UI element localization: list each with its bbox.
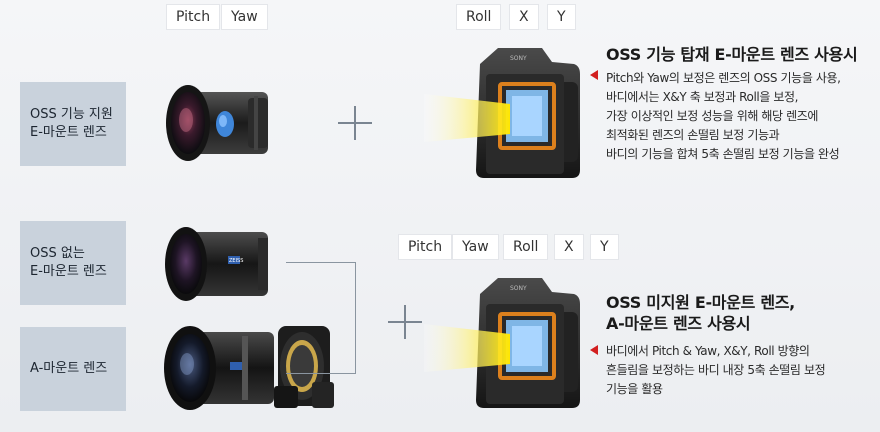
section2-desc-line1: 바디에서 Pitch & Yaw, X&Y, Roll 방향의 xyxy=(606,344,810,358)
label-no-oss-line2: E-마운트 렌즈 xyxy=(30,264,107,279)
tag-roll-mid: Roll xyxy=(504,235,548,259)
svg-text:SONY: SONY xyxy=(510,285,527,292)
section1-description: Pitch와 Yaw의 보정은 렌즈의 OSS 기능을 사용, 바디에서는 X&… xyxy=(606,69,841,164)
svg-text:ZEISS: ZEISS xyxy=(229,258,243,264)
section2-heading-line2: A-마운트 렌즈 사용시 xyxy=(606,314,751,333)
section1-heading: OSS 기능 탑재 E-마운트 렌즈 사용시 xyxy=(606,44,858,65)
svg-text:SONY: SONY xyxy=(510,55,527,62)
section1-desc-line3: 가장 이상적인 보정 성능을 위해 해당 렌즈에 xyxy=(606,109,819,123)
tag-x-mid: X xyxy=(555,235,583,259)
camera-image-1: SONY xyxy=(424,48,580,178)
section2-desc-line3: 기능을 활용 xyxy=(606,382,663,396)
label-a-mount-text: A-마운트 렌즈 xyxy=(30,361,108,376)
oss-e-mount-lens-image xyxy=(166,85,268,161)
label-oss-e-mount: OSS 기능 지원 E-마운트 렌즈 xyxy=(20,82,126,166)
tag-pitch-mid: Pitch xyxy=(399,235,452,259)
section2-heading-line1: OSS 미지원 E-마운트 렌즈, xyxy=(606,293,795,312)
no-oss-e-mount-lens-image: ZEISS xyxy=(165,227,268,301)
red-pointer-icon-2 xyxy=(590,345,598,355)
section1-desc-line2: 바디에서는 X&Y 축 보정과 Roll을 보정, xyxy=(606,90,799,104)
plus-icon-1 xyxy=(338,106,372,140)
section2-desc-line2: 흔들림을 보정하는 바디 내장 5축 손떨림 보정 xyxy=(606,363,826,377)
tag-y-mid: Y xyxy=(591,235,618,259)
label-a-mount: A-마운트 렌즈 xyxy=(20,327,126,411)
mount-adapter-image xyxy=(274,326,334,408)
tag-roll-top: Roll xyxy=(457,5,501,29)
label-no-oss-line1: OSS 없는 xyxy=(30,246,85,261)
section1-desc-line4: 최적화된 렌즈의 손떨림 보정 기능과 xyxy=(606,128,780,142)
a-mount-lens-image xyxy=(164,326,274,410)
section1-desc-line1: Pitch와 Yaw의 보정은 렌즈의 OSS 기능을 사용, xyxy=(606,71,841,85)
plus-icon-2 xyxy=(388,305,422,339)
label-oss-e-mount-line2: E-마운트 렌즈 xyxy=(30,125,107,140)
camera-image-2: SONY xyxy=(424,278,580,408)
red-pointer-icon-1 xyxy=(590,70,598,80)
tag-x-top: X xyxy=(510,5,538,29)
tag-pitch-top: Pitch xyxy=(167,5,220,29)
label-no-oss-e-mount: OSS 없는 E-마운트 렌즈 xyxy=(20,221,126,305)
label-oss-e-mount-line1: OSS 기능 지원 xyxy=(30,107,113,122)
section1-desc-line5: 바디의 기능을 합쳐 5축 손떨림 보정 기능을 완성 xyxy=(606,147,840,161)
section1-heading-text: OSS 기능 탑재 E-마운트 렌즈 사용시 xyxy=(606,45,858,64)
tag-yaw-top: Yaw xyxy=(222,5,267,29)
tag-yaw-mid: Yaw xyxy=(453,235,498,259)
section2-heading: OSS 미지원 E-마운트 렌즈, A-마운트 렌즈 사용시 xyxy=(606,292,795,334)
connector-bracket xyxy=(286,262,356,374)
tag-y-top: Y xyxy=(548,5,575,29)
section2-description: 바디에서 Pitch & Yaw, X&Y, Roll 방향의 흔들림을 보정하… xyxy=(606,342,826,399)
